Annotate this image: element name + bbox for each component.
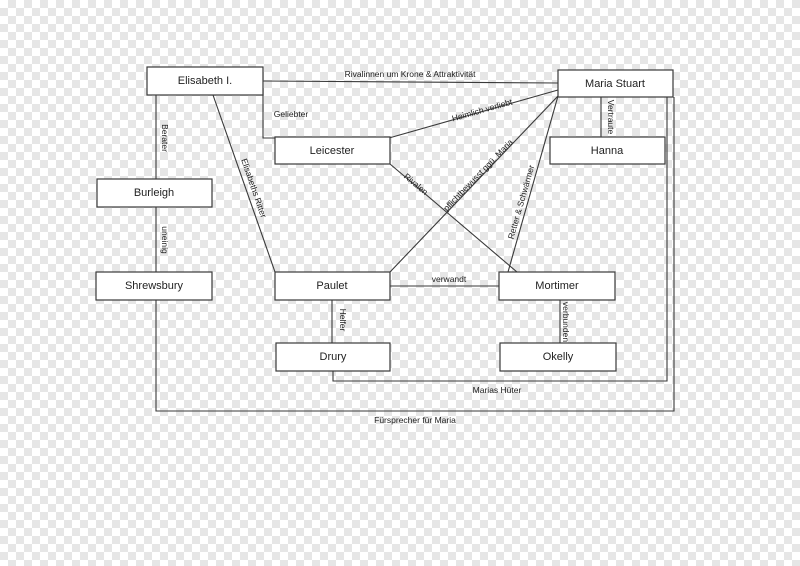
- edges: [155, 80, 675, 412]
- label-rivalinnen: Rivalinnen um Krone & Attraktivität: [345, 69, 477, 79]
- node-okelly[interactable]: Okelly: [499, 342, 617, 372]
- node-label: Maria Stuart: [585, 78, 645, 90]
- node-label: Hanna: [591, 145, 624, 157]
- node-mortimer[interactable]: Mortimer: [498, 271, 616, 301]
- node-label: Burleigh: [134, 187, 174, 199]
- label-geliebter: Geliebter: [274, 109, 309, 119]
- label-elisabeths-ritter: Elisabeths Ritter: [239, 157, 269, 219]
- node-elisabeth[interactable]: Elisabeth I.: [146, 66, 264, 96]
- node-label: Drury: [320, 351, 347, 363]
- node-leicester[interactable]: Leicester: [274, 136, 391, 165]
- edge-labels: Rivalinnen um Krone & Attraktivität Geli…: [160, 69, 616, 425]
- node-label: Elisabeth I.: [178, 75, 232, 87]
- node-label: Okelly: [543, 351, 574, 363]
- node-label: Leicester: [310, 145, 355, 157]
- edge-pflichtbewusst: [389, 95, 559, 273]
- label-rivalen: Rivalen: [402, 171, 430, 197]
- edge-rivalen: [389, 163, 518, 273]
- label-pflichtbewusst: pflichtbewusst ggü. Maria: [441, 137, 515, 213]
- label-uneinig: uneinig: [160, 226, 170, 254]
- edge-heimlich: [388, 89, 559, 139]
- node-label: Paulet: [316, 280, 347, 292]
- edge-geliebter: [262, 88, 275, 139]
- edge-retter: [507, 95, 559, 273]
- node-drury[interactable]: Drury: [275, 342, 391, 372]
- edge-fuersprecher: [155, 97, 675, 412]
- label-marias-hueter: Marias Hüter: [473, 385, 522, 395]
- label-fuersprecher: Fürsprecher für Maria: [374, 415, 456, 425]
- node-label: Mortimer: [535, 280, 579, 292]
- label-berater: Berater: [160, 124, 170, 152]
- nodes: Elisabeth I. Maria Stuart Leicester Hann…: [95, 66, 674, 372]
- edge-elisabeths-ritter: [212, 94, 276, 273]
- label-retter: Retter & Schwärmer: [506, 164, 537, 240]
- node-label: Shrewsbury: [125, 280, 184, 292]
- label-helfer: Helfer: [338, 309, 348, 332]
- edge-rivalinnen: [262, 80, 559, 84]
- label-verbunden: verbunden: [561, 302, 571, 342]
- label-vertraute: Vertraute: [606, 100, 616, 135]
- node-shrewsbury[interactable]: Shrewsbury: [95, 271, 213, 301]
- node-burleigh[interactable]: Burleigh: [96, 178, 213, 208]
- node-maria-stuart[interactable]: Maria Stuart: [557, 69, 674, 98]
- label-verwandt: verwandt: [432, 274, 467, 284]
- node-hanna[interactable]: Hanna: [549, 136, 666, 165]
- label-heimlich: Heimlich verliebt: [451, 96, 514, 123]
- edge-marias-hueter: [332, 97, 668, 382]
- node-paulet[interactable]: Paulet: [274, 271, 391, 301]
